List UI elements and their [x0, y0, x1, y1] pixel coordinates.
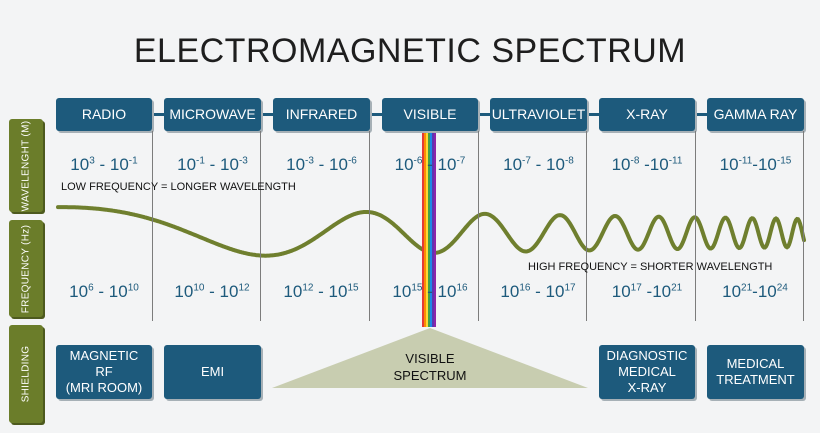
column-divider — [478, 131, 479, 321]
category-infrared: INFRARED — [273, 98, 370, 131]
category-radio: RADIO — [56, 98, 152, 131]
column-divider — [586, 131, 587, 321]
visible-spectrum-triangle — [272, 328, 588, 388]
rainbow-stripe — [426, 131, 428, 327]
side-label-frequency-text: FREQUENCY (Hz) — [20, 224, 32, 313]
wavelength-gamma-ray: 10-11-10-15 — [719, 155, 792, 174]
side-label-frequency: FREQUENCY (Hz) — [9, 220, 43, 317]
rainbow-stripe — [424, 131, 426, 327]
shielding-magnetic-rf: MAGNETIC RF (MRI ROOM) — [56, 345, 152, 399]
category-connector — [585, 113, 601, 116]
frequency-microwave: 1010 - 1012 — [174, 282, 250, 301]
shielding-visible-spectrum: VISIBLE SPECTRUM — [393, 351, 467, 383]
frequency-visible: 1015 - 1016 — [392, 282, 468, 301]
category-connector — [259, 113, 275, 116]
category-visible: VISIBLE — [382, 98, 478, 131]
shielding-diagnostic-xray: DIAGNOSTIC MEDICAL X-RAY — [599, 345, 695, 399]
side-label-shielding: SHIELDING — [9, 325, 43, 423]
category-connector — [693, 113, 709, 116]
rainbow-stripe — [430, 131, 432, 327]
column-divider — [695, 131, 696, 321]
rainbow-stripe — [422, 131, 424, 327]
column-divider — [260, 131, 261, 321]
column-divider — [152, 131, 153, 321]
frequency-ultraviolet: 1016 - 1017 — [500, 282, 576, 301]
wavelength-ultraviolet: 10-7 - 10-8 — [503, 155, 574, 174]
side-label-shielding-text: SHIELDING — [20, 345, 32, 403]
rainbow-stripe — [432, 131, 434, 327]
high-frequency-note: HIGH FREQUENCY = SHORTER WAVELENGTH — [528, 261, 773, 273]
side-label-wavelength: WAVELENGHT (M) — [9, 119, 43, 212]
rainbow-stripe — [434, 131, 436, 327]
category-xray: X-RAY — [599, 98, 695, 131]
low-frequency-note: LOW FREQUENCY = LONGER WAVELENGTH — [61, 181, 296, 193]
category-microwave: MICROWAVE — [164, 98, 261, 131]
shielding-emi: EMI — [164, 345, 261, 399]
frequency-radio: 106 - 1010 — [69, 282, 139, 301]
frequency-xray: 1017 -1021 — [611, 282, 683, 301]
side-label-wavelength-text: WAVELENGHT (M) — [20, 120, 32, 211]
rainbow-stripe — [428, 131, 430, 327]
frequency-gamma-ray: 1021-1024 — [722, 282, 788, 301]
wavelength-microwave: 10-1 - 10-3 — [177, 155, 248, 174]
page-title: ELECTROMAGNETIC SPECTRUM — [133, 32, 687, 70]
wavelength-visible: 10-6 - 10-7 — [394, 155, 466, 174]
wavelength-infrared: 10-3 - 10-6 — [286, 155, 357, 174]
category-gamma-ray: GAMMA RAY — [707, 98, 804, 131]
column-divider — [803, 131, 804, 321]
wavelength-xray: 10-8 -10-11 — [611, 155, 683, 174]
wavelength-radio: 103 - 10-1 — [70, 155, 138, 174]
column-divider — [369, 131, 370, 321]
category-ultraviolet: ULTRAVIOLET — [490, 98, 587, 131]
shielding-medical-treatment: MEDICAL TREATMENT — [707, 345, 804, 399]
category-connector — [368, 113, 384, 116]
category-connector — [476, 113, 492, 116]
frequency-infrared: 1012 - 1015 — [283, 282, 359, 301]
category-connector — [150, 113, 166, 116]
